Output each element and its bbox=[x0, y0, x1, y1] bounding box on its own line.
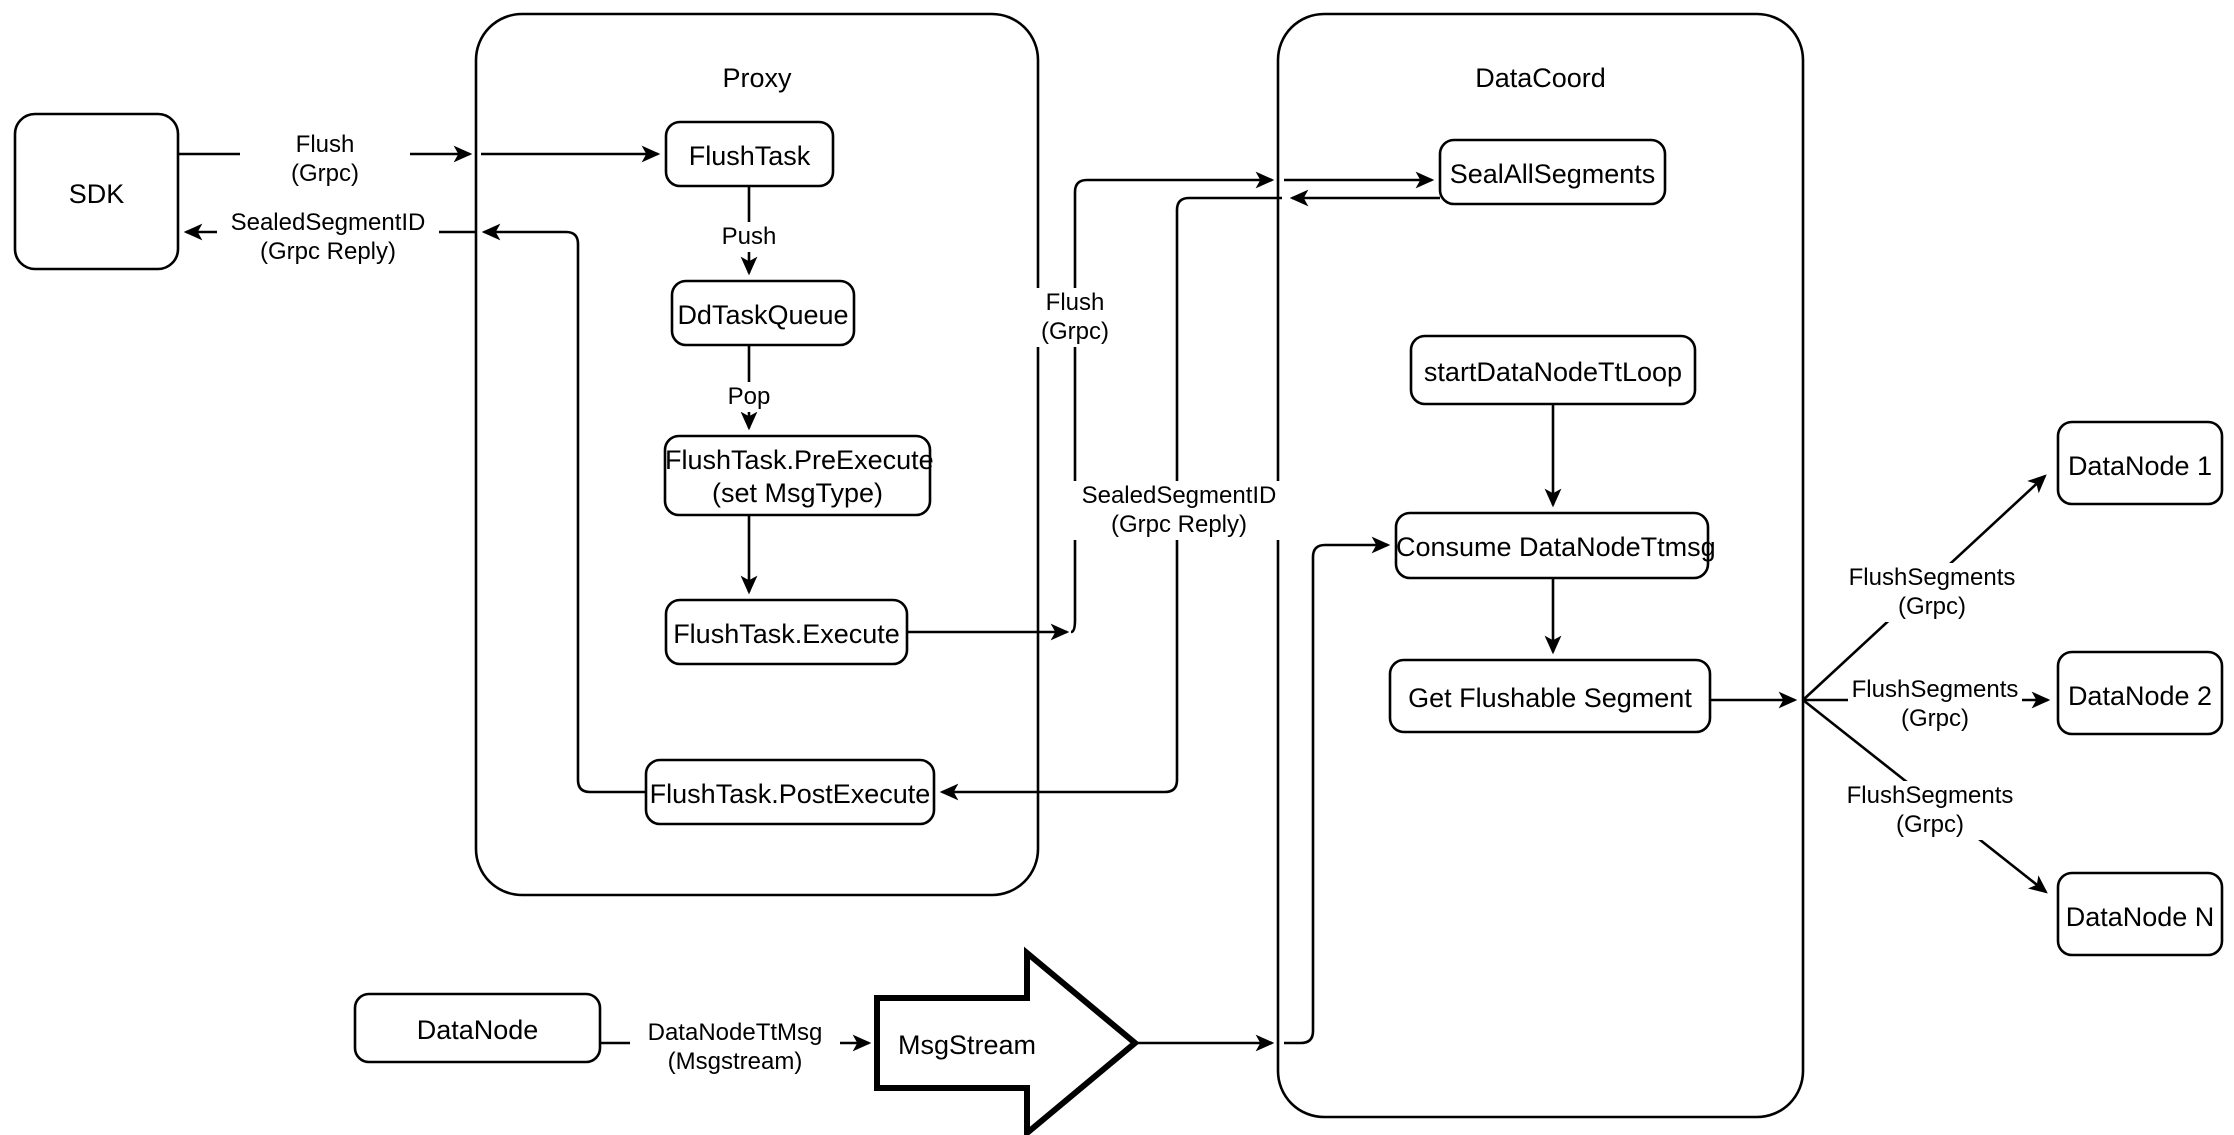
proxy-container bbox=[474, 12, 1040, 897]
node-start-datanode-tt-loop[interactable] bbox=[1409, 334, 1697, 406]
node-dd-task-queue[interactable] bbox=[670, 279, 856, 347]
node-flushtask-preexecute[interactable] bbox=[663, 434, 932, 517]
node-flushtask-postexecute[interactable] bbox=[644, 758, 936, 826]
edge-datacoordedge-to-consume bbox=[1284, 536, 1391, 1045]
edge-hub-to-datanode-1 bbox=[1802, 474, 2047, 701]
node-flush-task[interactable] bbox=[664, 120, 835, 188]
shape-msgstream[interactable] bbox=[874, 946, 1140, 1135]
node-datanode-source[interactable] bbox=[353, 992, 602, 1064]
node-datanode-n[interactable] bbox=[2056, 871, 2224, 957]
node-get-flushable-segment[interactable] bbox=[1388, 658, 1712, 734]
edge-hub-to-datanode-n bbox=[1802, 698, 2048, 894]
datacoord-container bbox=[1276, 12, 1805, 1119]
node-datanode-2[interactable] bbox=[2056, 650, 2224, 736]
node-seal-all-segments[interactable] bbox=[1438, 138, 1667, 206]
node-sdk[interactable] bbox=[13, 112, 180, 271]
node-consume-datanode-ttmsg[interactable] bbox=[1394, 511, 1710, 580]
edge-sealedsegmentid-riser-to-postexecute bbox=[939, 196, 1282, 801]
node-datanode-1[interactable] bbox=[2056, 420, 2224, 506]
edge-flush-riser-to-datacoord bbox=[1070, 171, 1275, 634]
node-flushtask-execute[interactable] bbox=[664, 598, 909, 666]
edge-postexecute-to-proxyedge bbox=[481, 223, 646, 794]
